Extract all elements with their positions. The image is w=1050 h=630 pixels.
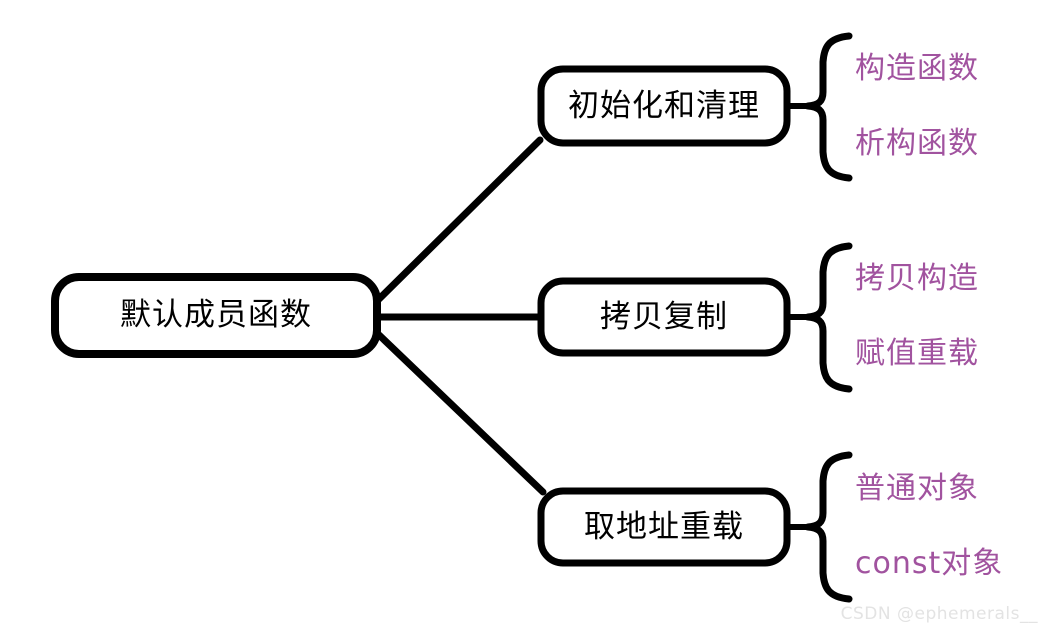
leaf-label-2-2: 赋值重载: [855, 336, 979, 371]
leaf-label-1-2: 析构函数: [855, 126, 979, 161]
leaf-label-1-1: 构造函数: [855, 51, 979, 86]
connector-root-to-branch-1: [374, 136, 544, 304]
node-branch-1-label: 初始化和清理: [568, 87, 760, 124]
node-root-box: [51, 273, 381, 358]
leaf-label-3-2: const对象: [855, 546, 1004, 581]
leaf-label-2-1: 拷贝构造: [855, 261, 979, 296]
leaf-label-3-1: 普通对象: [855, 471, 979, 506]
node-branch-3-label: 取地址重载: [584, 508, 744, 545]
node-root-label: 默认成员函数: [120, 297, 312, 333]
node-branch-2-label: 拷贝复制: [600, 298, 728, 335]
brace-group-1: [804, 32, 853, 182]
brace-group-3: [804, 451, 853, 603]
watermark-text: CSDN @ephemerals__: [840, 604, 1038, 624]
brace-group-2: [804, 242, 853, 393]
connector-root-to-branch-3: [374, 330, 547, 496]
